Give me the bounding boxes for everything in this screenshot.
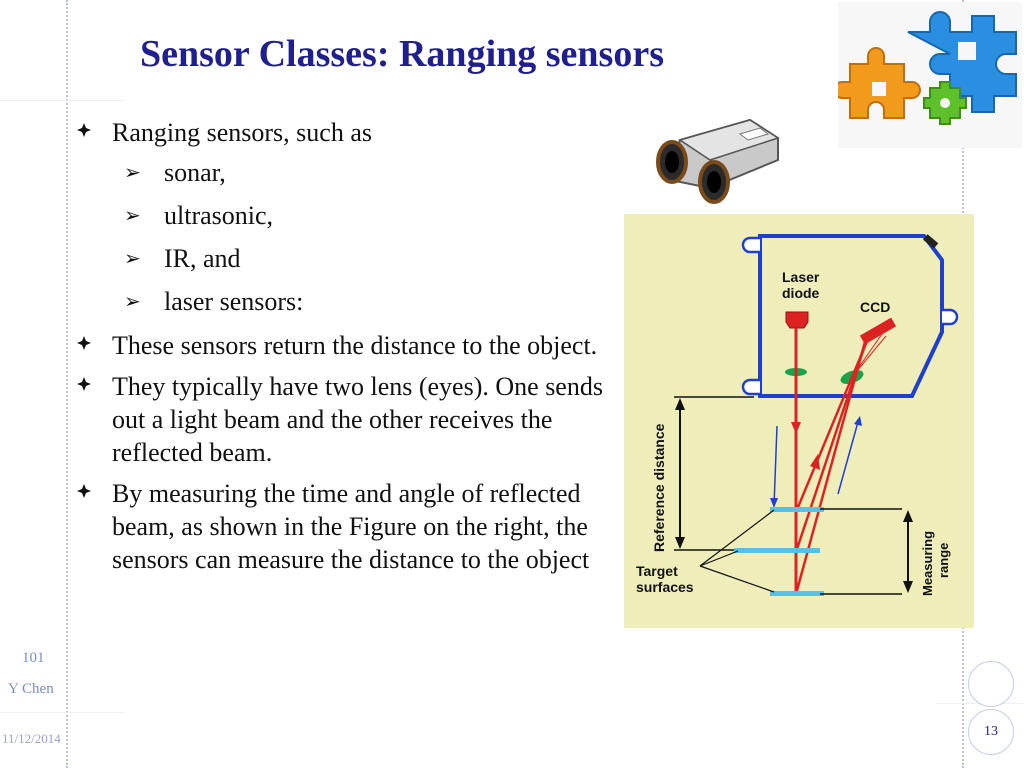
measuring-range-label: range bbox=[936, 543, 951, 578]
bullet-item: By measuring the time and angle of refle… bbox=[76, 477, 616, 576]
measuring-range-label: Measuring bbox=[920, 531, 935, 596]
slide-date: 11/12/2014 bbox=[2, 731, 61, 746]
figure-background bbox=[624, 214, 974, 628]
target-surfaces-label: Target bbox=[636, 563, 678, 579]
bullet-text: Ranging sensors, such as bbox=[112, 118, 372, 147]
puzzle-gears-icon bbox=[838, 2, 1022, 148]
sub-bullet-item: ➢ laser sensors: bbox=[76, 286, 616, 318]
ccd-label: CCD bbox=[860, 299, 890, 315]
bullet-text: By measuring the time and angle of refle… bbox=[112, 479, 590, 574]
arrow-bullet-icon: ➢ bbox=[124, 291, 141, 313]
bullet-text: These sensors return the distance to the… bbox=[112, 331, 598, 360]
reference-distance-label: Reference distance bbox=[651, 423, 667, 552]
slide-title: Sensor Classes: Ranging sensors bbox=[140, 33, 664, 75]
laser-triangulation-diagram: Laser diode CCD Reference distance Measu… bbox=[624, 214, 974, 628]
laser-diode-label: Laser bbox=[782, 269, 820, 285]
sub-bullet-text: laser sensors: bbox=[164, 287, 304, 316]
guide-line-top bbox=[0, 100, 124, 101]
course-number: 101 bbox=[22, 650, 45, 666]
page-number: 13 bbox=[968, 709, 1014, 755]
guide-line-bottom-left bbox=[0, 712, 124, 713]
diamond-bullet-icon bbox=[77, 123, 91, 137]
sub-bullet-item: ➢ IR, and bbox=[76, 243, 616, 275]
sensor-housing bbox=[758, 234, 944, 398]
sub-bullet-item: ➢ ultrasonic, bbox=[76, 200, 616, 232]
arrow-bullet-icon: ➢ bbox=[124, 162, 141, 184]
bullet-item: Ranging sensors, such as bbox=[76, 116, 616, 149]
arrow-bullet-icon: ➢ bbox=[124, 205, 141, 227]
arrow-bullet-icon: ➢ bbox=[124, 248, 141, 270]
laser-diode-label: diode bbox=[782, 285, 820, 301]
bullet-item: These sensors return the distance to the… bbox=[76, 329, 616, 362]
bullet-text: They typically have two lens (eyes). One… bbox=[112, 372, 603, 467]
sub-bullet-text: IR, and bbox=[164, 244, 241, 273]
decorative-circle bbox=[968, 661, 1014, 707]
sub-bullet-text: ultrasonic, bbox=[164, 201, 274, 230]
sub-bullet-item: ➢ sonar, bbox=[76, 157, 616, 189]
diamond-bullet-icon bbox=[77, 377, 91, 391]
sub-bullet-text: sonar, bbox=[164, 158, 226, 187]
bullet-item: They typically have two lens (eyes). One… bbox=[76, 370, 616, 469]
bullet-list: Ranging sensors, such as ➢ sonar, ➢ ultr… bbox=[76, 116, 616, 584]
diamond-bullet-icon bbox=[77, 484, 91, 498]
guide-line-left bbox=[66, 0, 68, 768]
author-name: Y Chen bbox=[8, 681, 54, 697]
ultrasonic-sensor-icon bbox=[656, 118, 780, 204]
diamond-bullet-icon bbox=[77, 336, 91, 350]
target-surfaces-label: surfaces bbox=[636, 579, 694, 595]
